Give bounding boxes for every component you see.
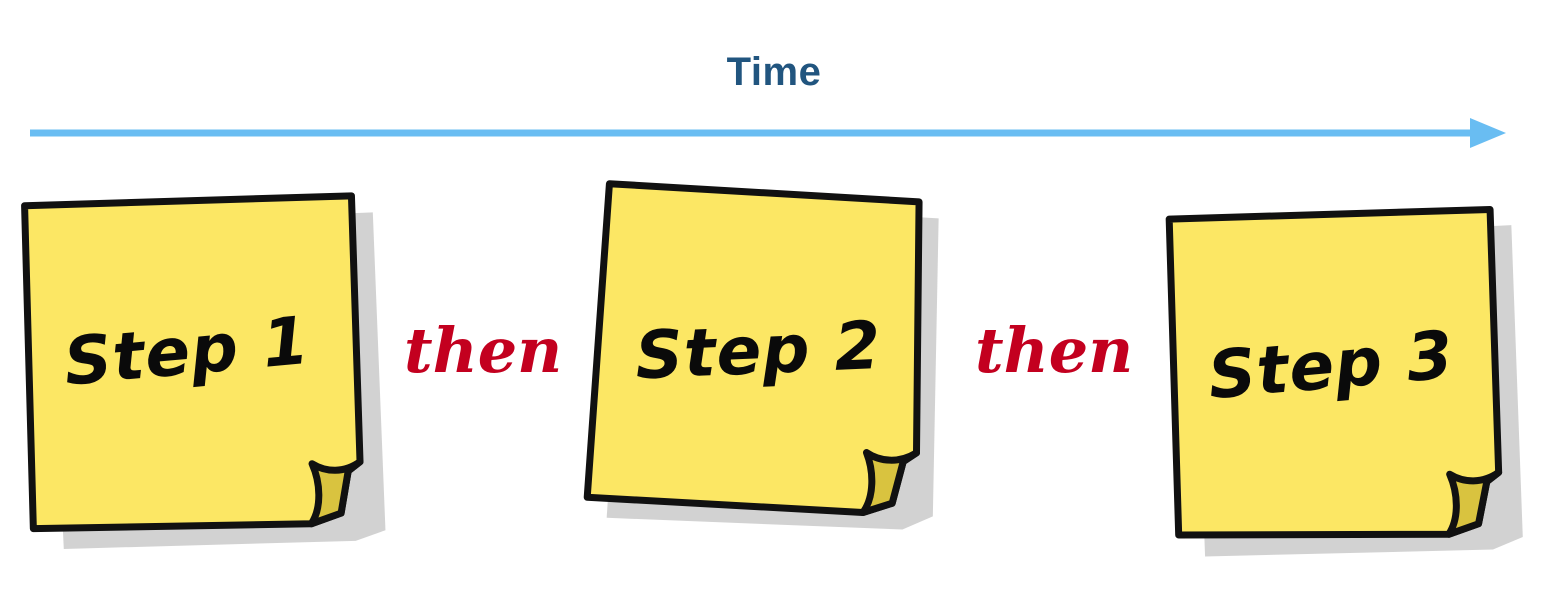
sticky-note-step-1[interactable]: Step 1 <box>4 178 402 556</box>
sticky-note-graphic: Step 3 <box>1165 205 1523 557</box>
note-folded-corner-icon <box>859 449 920 516</box>
note-folded-corner-icon <box>307 458 364 528</box>
connector-label-then-2: then <box>975 314 1134 387</box>
timeline-arrowhead-icon <box>1470 118 1506 148</box>
sticky-note-step-2[interactable]: Step 2 <box>570 165 970 545</box>
sticky-note-graphic: Step 2 <box>583 180 939 530</box>
timeline-label: Time <box>726 50 822 94</box>
timeline-arrow <box>30 118 1506 148</box>
sticky-note-graphic: Step 1 <box>21 192 386 549</box>
connector-label-then-1: then <box>404 314 563 387</box>
sticky-note-label: Step 2 <box>634 307 883 395</box>
sticky-note-step-3[interactable]: Step 3 <box>1147 191 1548 568</box>
timeline: Time <box>0 0 1548 170</box>
note-folded-corner-icon <box>1445 468 1503 538</box>
